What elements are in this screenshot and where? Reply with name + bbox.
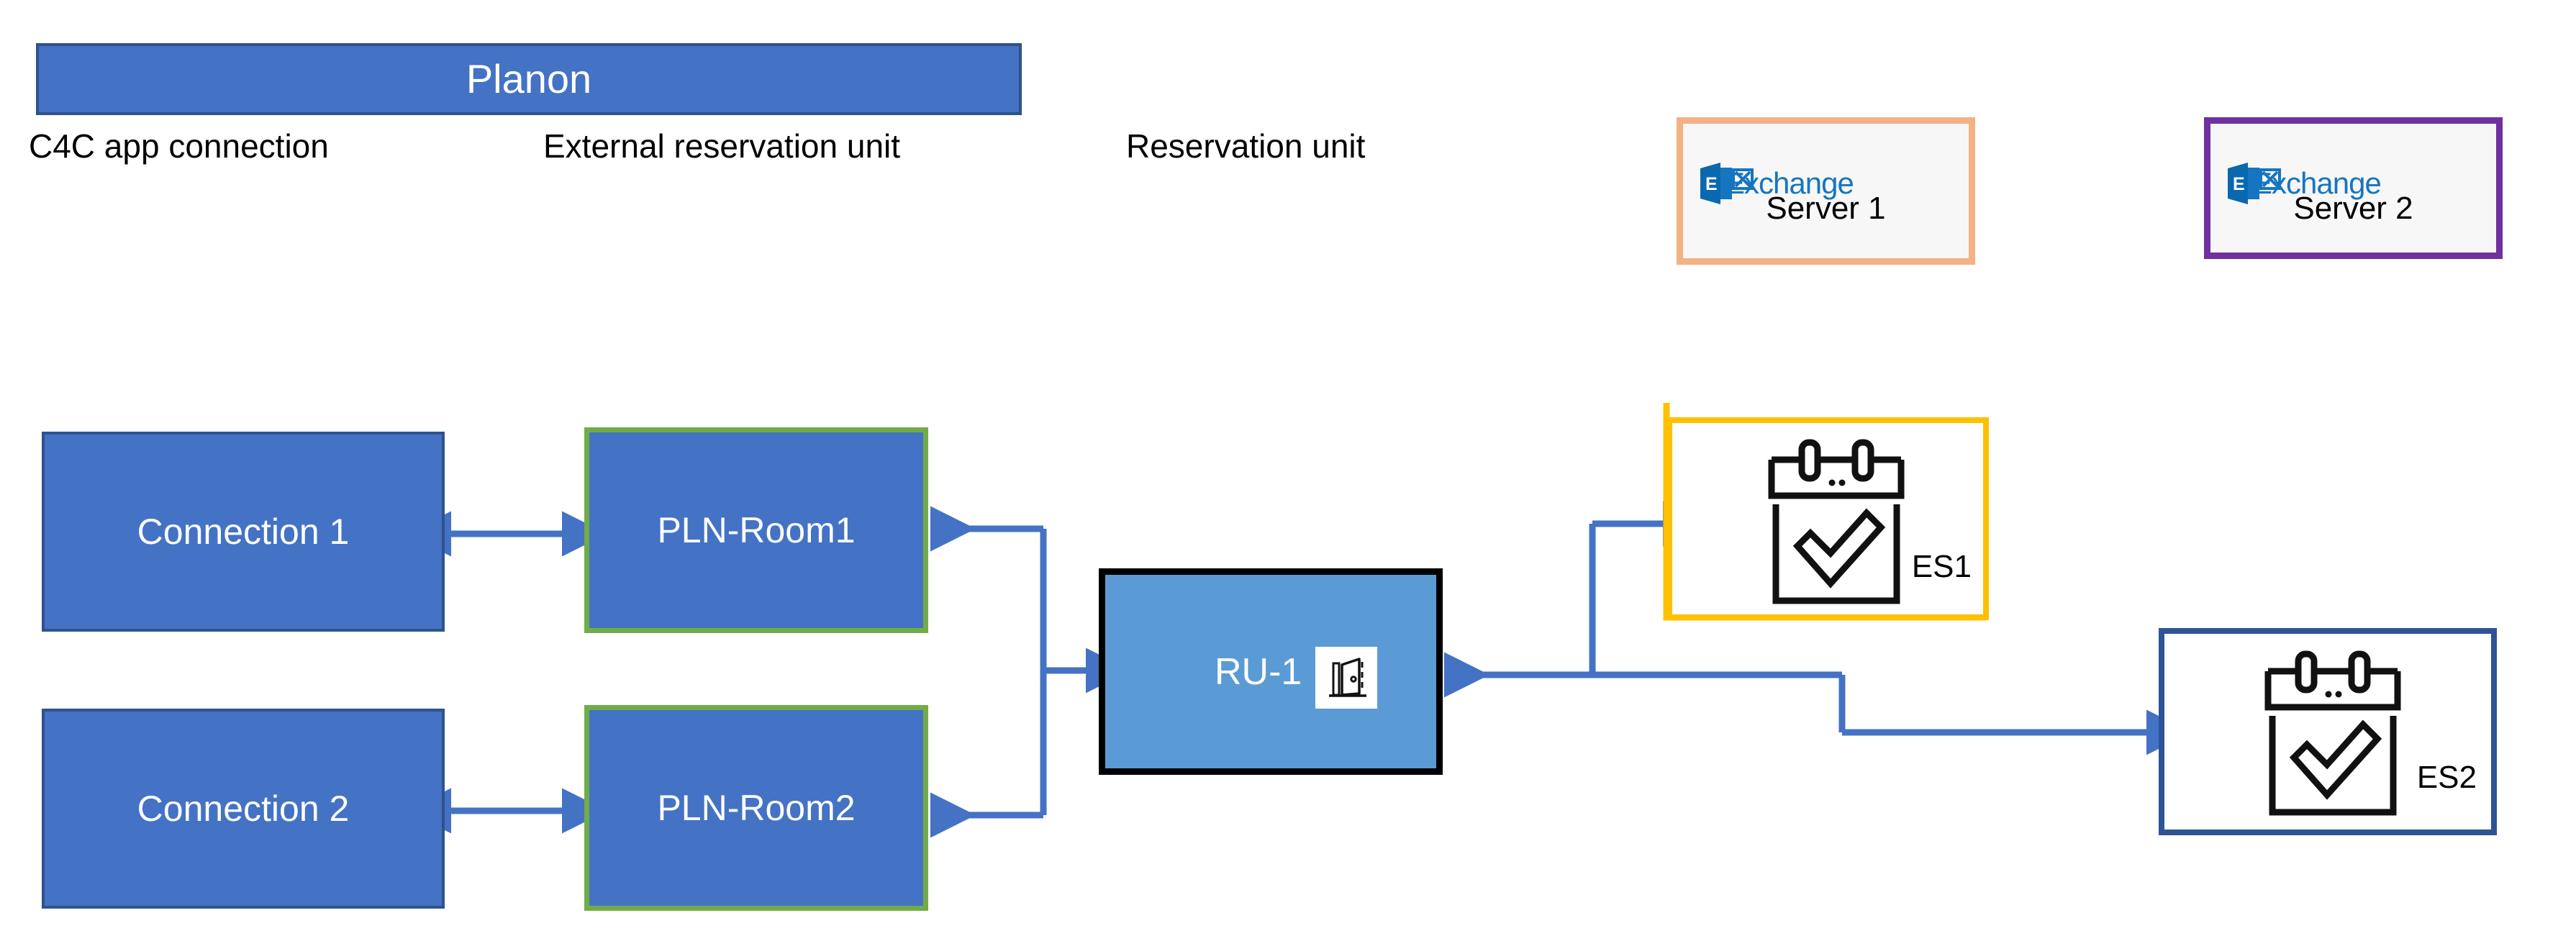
- node-connection-2-label: Connection 2: [137, 788, 350, 829]
- node-exchange-instance-es1[interactable]: ES1: [1666, 417, 1989, 620]
- node-reservation-unit-ru1[interactable]: RU-1: [1099, 568, 1443, 775]
- microsoft-exchange-logo-icon: E: [1699, 161, 1754, 206]
- node-pln-room1-label: PLN-Room1: [657, 510, 856, 550]
- node-pln-room2[interactable]: PLN-Room2: [584, 705, 928, 911]
- exchange-logo-2: E Exchange: [2226, 161, 2382, 206]
- planon-title: Planon: [466, 56, 592, 101]
- planon-header-bar: Planon: [36, 43, 1022, 115]
- column-label-reservation-unit: Reservation unit: [1126, 127, 1366, 165]
- node-es1-label: ES1: [1911, 549, 1972, 584]
- node-connection-2[interactable]: Connection 2: [42, 709, 445, 909]
- column-label-external-reservation-unit: External reservation unit: [543, 127, 901, 165]
- legend-exchange-server-2: E Exchange Server 2: [2204, 117, 2503, 259]
- node-pln-room2-label: PLN-Room2: [657, 788, 856, 828]
- calendar-check-icon: [2262, 650, 2403, 823]
- node-exchange-instance-es2[interactable]: ES2: [2159, 628, 2497, 835]
- legend-exchange-server-1: E Exchange Server 1: [1677, 117, 1975, 265]
- node-es2-label: ES2: [2416, 760, 2477, 795]
- column-label-c4c-app-connection: C4C app connection: [29, 127, 329, 165]
- door-icon: [1315, 647, 1377, 709]
- node-pln-room1[interactable]: PLN-Room1: [584, 427, 928, 633]
- node-ru1-label: RU-1: [1215, 650, 1302, 693]
- svg-text:E: E: [1705, 174, 1718, 194]
- svg-text:E: E: [2233, 174, 2245, 194]
- exchange-server-name-2: Server 2: [2293, 191, 2413, 226]
- node-connection-1[interactable]: Connection 1: [42, 432, 445, 632]
- calendar-check-icon: [1766, 438, 1907, 612]
- exchange-logo-1: E Exchange: [1699, 161, 1854, 206]
- exchange-server-name-1: Server 1: [1766, 191, 1886, 226]
- connector-ru1-rooms-bus: [930, 506, 1131, 838]
- node-connection-1-label: Connection 1: [137, 512, 350, 552]
- microsoft-exchange-logo-icon: E: [2226, 161, 2281, 206]
